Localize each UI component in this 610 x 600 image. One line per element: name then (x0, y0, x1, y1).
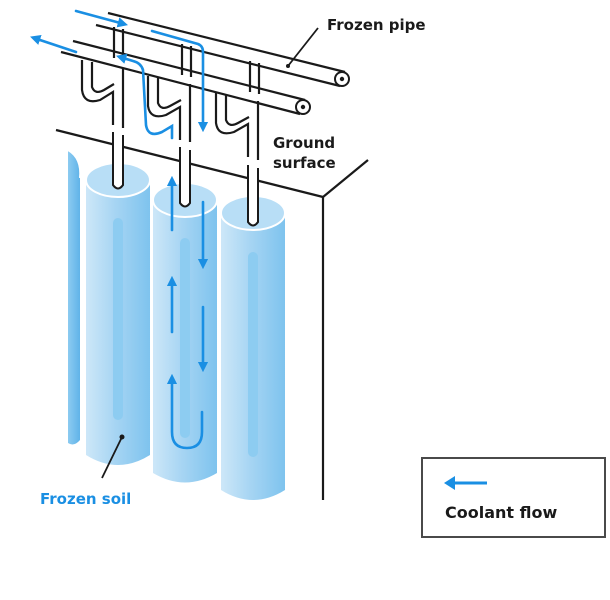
frozen-pipe-return (60, 39, 311, 116)
leader-line-frozen-pipe (287, 27, 319, 67)
flow-arrow (116, 53, 174, 140)
legend: Coolant flow (421, 457, 606, 538)
frozen-soil-column (220, 195, 286, 500)
ground-surface-label: Ground surface (273, 133, 336, 173)
flow-arrow (166, 373, 204, 450)
flow-arrow (74, 9, 129, 28)
frozen-pipe-supply (95, 11, 350, 88)
legend-label: Coolant flow (445, 503, 558, 522)
coolant-flow-arrows (30, 9, 209, 450)
flow-arrow (150, 29, 209, 133)
frozen-pipe-label: Frozen pipe (327, 16, 426, 34)
ground-surface-label-line1: Ground (273, 134, 336, 152)
frozen-soil-column (85, 162, 151, 465)
arrow-left-icon (444, 476, 487, 490)
pipe-u-connector (80, 60, 260, 160)
leader-dot (286, 64, 290, 68)
frozen-soil-column (152, 182, 218, 483)
ground-surface-label-line2: surface (273, 154, 336, 172)
frozen-soil-column (67, 149, 82, 445)
leader-dot (119, 434, 125, 440)
freeze-tube (112, 132, 259, 227)
leader-line-frozen-soil (101, 436, 123, 479)
frozen-soil-label: Frozen soil (40, 490, 132, 508)
flow-arrow (30, 35, 78, 54)
